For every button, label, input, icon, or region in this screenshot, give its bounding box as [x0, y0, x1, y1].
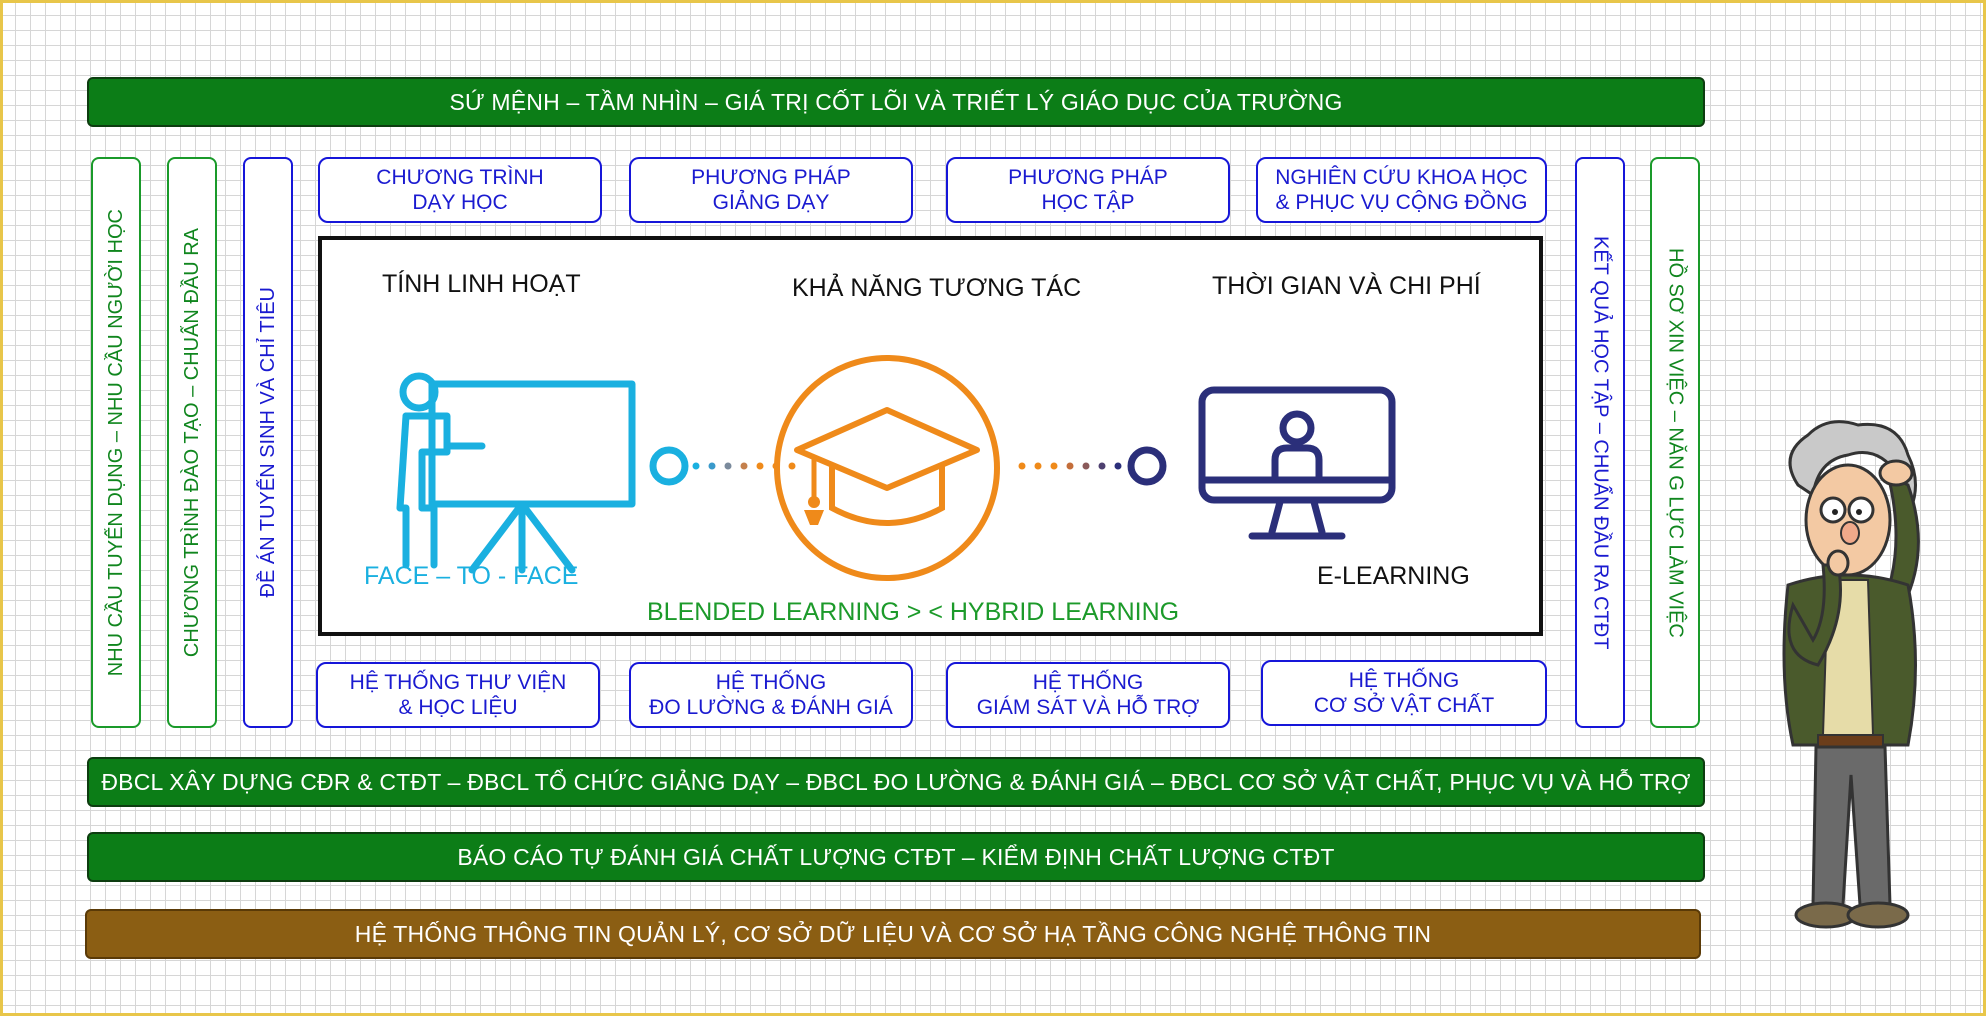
supervision-box: HỆ THỐNG GIÁM SÁT VÀ HỖ TRỢ	[946, 662, 1230, 728]
library-box: HỆ THỐNG THƯ VIỆN & HỌC LIỆU	[316, 662, 600, 728]
assessment-line1: HỆ THỐNG	[715, 671, 827, 694]
learning-method-box: PHƯƠNG PHÁP HỌC TẬP	[946, 157, 1230, 223]
learning-method-line2: HỌC TẬP	[1041, 191, 1135, 214]
learning-modes-panel: TÍNH LINH HOẠT KHẢ NĂNG TƯƠNG TÁC THỜI G…	[318, 236, 1543, 636]
assessment-line2: ĐO LƯỜNG & ĐÁNH GIÁ	[649, 696, 893, 719]
learning-method-line1: PHƯƠNG PHÁP	[1008, 166, 1168, 189]
teaching-method-box: PHƯƠNG PHÁP GIẢNG DẠY	[629, 157, 913, 223]
research-service-line2: & PHỤC VỤ CỘNG ĐỒNG	[1275, 191, 1528, 214]
research-service-line1: NGHIÊN CỨU KHOA HỌC	[1275, 166, 1528, 189]
thinking-professor-cartoon	[1782, 420, 1920, 929]
flexibility-header: TÍNH LINH HOẠT	[382, 270, 581, 298]
facilities-box: HỆ THỐNG CƠ SỞ VẬT CHẤT	[1261, 660, 1547, 726]
teaching-method-line2: GIẢNG DẠY	[712, 191, 830, 214]
time-cost-header: THỜI GIAN VÀ CHI PHÍ	[1212, 272, 1481, 300]
graduation-cap-icon	[774, 355, 1000, 581]
learning-outcomes-box: KẾT QUẢ HỌC TẬP – CHUẨN ĐẦU RA CTĐT	[1575, 157, 1625, 728]
e-learning-monitor-icon	[1198, 386, 1396, 540]
quality-assurance-text: ĐBCL XÂY DỰNG CĐR & CTĐT – ĐBCL TỔ CHỨC …	[101, 768, 1691, 795]
admission-plan-box: ĐỀ ÁN TUYỂN SINH VÀ CHỈ TIÊU	[243, 157, 293, 728]
interaction-header: KHẢ NĂNG TƯƠNG TÁC	[792, 274, 1082, 302]
job-application-box: HỒ SƠ XIN VIỆC – NĂN G LỰC LÀM VIỆC	[1650, 157, 1700, 728]
learning-outcomes-text: KẾT QUẢ HỌC TẬP – CHUẨN ĐẦU RA CTĐT	[1589, 235, 1612, 650]
quality-assurance-band: ĐBCL XÂY DỰNG CĐR & CTĐT – ĐBCL TỔ CHỨC …	[87, 757, 1705, 807]
supervision-line1: HỆ THỐNG	[1032, 671, 1144, 694]
curriculum-box: CHƯƠNG TRÌNH DẠY HỌC	[318, 157, 602, 223]
e-learning-label: E-LEARNING	[1317, 562, 1470, 590]
supervision-line2: GIÁM SÁT VÀ HỖ TRỢ	[976, 696, 1200, 719]
mission-band-text: SỨ MỆNH – TẦM NHÌN – GIÁ TRỊ CỐT LÕI VÀ …	[449, 88, 1343, 115]
blended-hybrid-label: BLENDED LEARNING > < HYBRID LEARNING	[647, 598, 1180, 626]
library-line1: HỆ THỐNG THƯ VIỆN	[349, 671, 567, 694]
curriculum-line1: CHƯƠNG TRÌNH	[376, 166, 544, 189]
admission-plan-text: ĐỀ ÁN TUYỂN SINH VÀ CHỈ TIÊU	[256, 287, 279, 598]
assessment-box: HỆ THỐNG ĐO LƯỜNG & ĐÁNH GIÁ	[629, 662, 913, 728]
job-application-text: HỒ SƠ XIN VIỆC – NĂN G LỰC LÀM VIỆC	[1664, 247, 1687, 638]
face-to-face-label: FACE – TO - FACE	[364, 562, 579, 590]
recruitment-needs-text: NHU CẦU TUYỂN DỤNG – NHU CẦU NGƯỜI HỌC	[104, 208, 127, 677]
accreditation-text: BÁO CÁO TỰ ĐÁNH GIÁ CHẤT LƯỢNG CTĐT – KI…	[457, 843, 1335, 870]
teaching-method-line1: PHƯƠNG PHÁP	[691, 166, 851, 189]
right-connector	[1018, 446, 1167, 486]
face-to-face-icon	[396, 372, 636, 574]
training-program-text: CHƯƠNG TRÌNH ĐÀO TẠO – CHUẨN ĐẦU RA	[180, 227, 203, 658]
research-service-box: NGHIÊN CỨU KHOA HỌC & PHỤC VỤ CỘNG ĐỒNG	[1256, 157, 1547, 223]
training-program-box: CHƯƠNG TRÌNH ĐÀO TẠO – CHUẨN ĐẦU RA	[167, 157, 217, 728]
recruitment-needs-box: NHU CẦU TUYỂN DỤNG – NHU CẦU NGƯỜI HỌC	[91, 157, 141, 728]
information-system-band: HỆ THỐNG THÔNG TIN QUẢN LÝ, CƠ SỞ DỮ LIỆ…	[85, 909, 1701, 959]
facilities-line2: CƠ SỞ VẬT CHẤT	[1313, 694, 1495, 717]
mission-band: SỨ MỆNH – TẦM NHÌN – GIÁ TRỊ CỐT LÕI VÀ …	[87, 77, 1705, 127]
information-system-text: HỆ THỐNG THÔNG TIN QUẢN LÝ, CƠ SỞ DỮ LIỆ…	[354, 920, 1432, 947]
curriculum-line2: DẠY HỌC	[412, 191, 508, 214]
learning-modes-illustration	[396, 355, 1396, 581]
library-line2: & HỌC LIỆU	[398, 696, 518, 719]
facilities-line1: HỆ THỐNG	[1348, 669, 1460, 692]
accreditation-band: BÁO CÁO TỰ ĐÁNH GIÁ CHẤT LƯỢNG CTĐT – KI…	[87, 832, 1705, 882]
